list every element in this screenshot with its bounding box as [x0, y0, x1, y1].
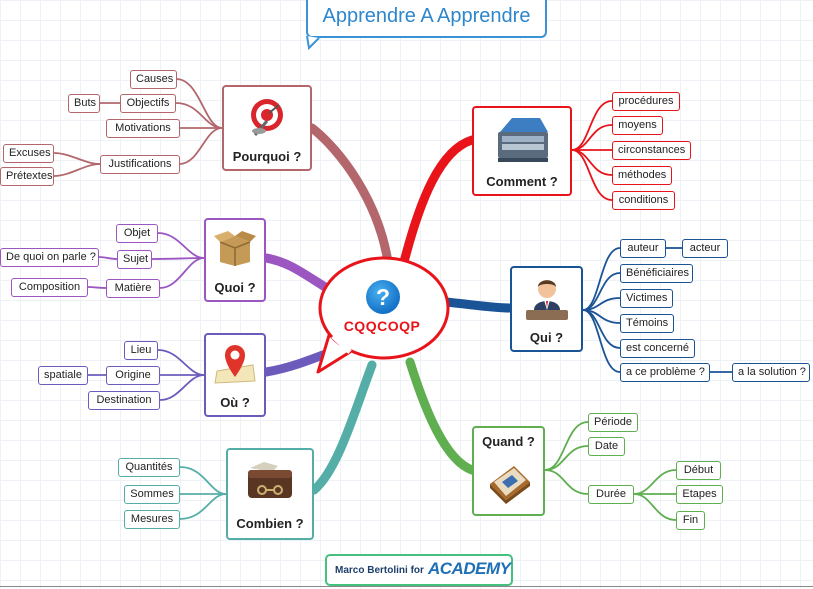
- leaf-est-concerne[interactable]: est concerné: [620, 339, 695, 358]
- leaf-causes[interactable]: Causes: [130, 70, 177, 89]
- leaf-methodes[interactable]: méthodes: [612, 166, 672, 185]
- wallet-icon: [248, 462, 292, 498]
- toolbox-icon: [498, 118, 548, 162]
- leaf-sujet[interactable]: Sujet: [117, 250, 152, 269]
- leaf-origine[interactable]: Origine: [106, 366, 160, 385]
- leaf-mesures[interactable]: Mesures: [124, 510, 180, 529]
- branch-quoi: [261, 253, 335, 295]
- leaf-destination[interactable]: Destination: [88, 391, 160, 410]
- credit-author: Marco Bertolini for: [335, 565, 424, 576]
- leaf-temoins[interactable]: Témoins: [620, 314, 674, 333]
- topic-label: Qui ?: [529, 330, 564, 345]
- branch-pourquoi: [307, 123, 393, 267]
- topic-qui[interactable]: Qui ?: [510, 266, 583, 352]
- calendar-icon: [489, 466, 530, 504]
- topic-quand[interactable]: Quand ?: [472, 426, 545, 516]
- academy-logo: ACADEMY: [428, 559, 511, 578]
- topic-pourquoi[interactable]: Pourquoi ?: [222, 85, 312, 171]
- leaf-beneficiaires[interactable]: Bénéficiaires: [620, 264, 693, 283]
- leaf-fin[interactable]: Fin: [676, 511, 705, 530]
- leaf-etapes[interactable]: Etapes: [676, 485, 723, 504]
- leaf-objet[interactable]: Objet: [116, 224, 158, 243]
- leaf-de-quoi-on-parle[interactable]: De quoi on parle ?: [0, 248, 99, 267]
- branch-ou: [261, 345, 341, 377]
- topic-label: Quand ?: [482, 434, 535, 449]
- topic-label: Combien ?: [236, 516, 304, 531]
- leaf-composition[interactable]: Composition: [11, 278, 88, 297]
- title-tail: [306, 35, 320, 50]
- topic-label: Quoi ?: [214, 280, 256, 295]
- topic-ou[interactable]: Où ?: [204, 333, 266, 417]
- leaf-a-la-solution[interactable]: a la solution ?: [732, 363, 810, 382]
- topic-label: Où ?: [220, 395, 250, 410]
- branch-comment: [399, 135, 477, 267]
- person-icon: [525, 280, 568, 320]
- leaf-spatiale[interactable]: spatiale: [38, 366, 88, 385]
- map-title: Apprendre A Apprendre: [306, 0, 547, 38]
- topic-comment[interactable]: Comment ?: [472, 106, 572, 196]
- credit-badge: Marco Bertolini for ACADEMY: [325, 554, 513, 586]
- leaf-quantites[interactable]: Quantités: [118, 458, 180, 477]
- leaf-a-ce-probleme[interactable]: a ce problème ?: [620, 363, 710, 382]
- leaf-lieu[interactable]: Lieu: [124, 341, 158, 360]
- leaf-acteur[interactable]: acteur: [682, 239, 728, 258]
- central-bubble: [316, 256, 450, 374]
- box-icon: [214, 231, 256, 266]
- leaf-duree[interactable]: Durée: [588, 485, 634, 504]
- leaf-justifications[interactable]: Justifications: [100, 155, 180, 174]
- map-pin-icon: [214, 345, 256, 384]
- leaf-motivations[interactable]: Motivations: [106, 119, 180, 138]
- branch-combien: [309, 360, 377, 495]
- branch-quand: [405, 357, 477, 475]
- leaf-victimes[interactable]: Victimes: [620, 289, 673, 308]
- branch-qui: [441, 297, 515, 313]
- leaf-auteur[interactable]: auteur: [620, 239, 666, 258]
- leaf-moyens[interactable]: moyens: [612, 116, 663, 135]
- leaf-sommes[interactable]: Sommes: [124, 485, 180, 504]
- topic-combien[interactable]: Combien ?: [226, 448, 314, 540]
- leaf-pretextes[interactable]: Prétextes: [0, 167, 54, 186]
- leaf-procedures[interactable]: procédures: [612, 92, 680, 111]
- leaf-objectifs[interactable]: Objectifs: [120, 94, 176, 113]
- central-topic-label[interactable]: CQQCOQP: [343, 318, 421, 334]
- leaf-circonstances[interactable]: circonstances: [612, 141, 691, 160]
- leaf-excuses[interactable]: Excuses: [3, 144, 54, 163]
- leaf-conditions[interactable]: conditions: [612, 191, 675, 210]
- topic-label: Pourquoi ?: [232, 149, 302, 164]
- leaf-buts[interactable]: Buts: [68, 94, 100, 113]
- leaf-date[interactable]: Date: [588, 437, 625, 456]
- leaf-periode[interactable]: Période: [588, 413, 638, 432]
- bottom-rule: [0, 586, 813, 587]
- question-icon: ?: [366, 280, 400, 314]
- target-icon: [251, 99, 283, 136]
- topic-quoi[interactable]: Quoi ?: [204, 218, 266, 302]
- topic-label: Comment ?: [486, 174, 558, 189]
- leaf-matiere[interactable]: Matière: [106, 279, 160, 298]
- leaf-debut[interactable]: Début: [676, 461, 721, 480]
